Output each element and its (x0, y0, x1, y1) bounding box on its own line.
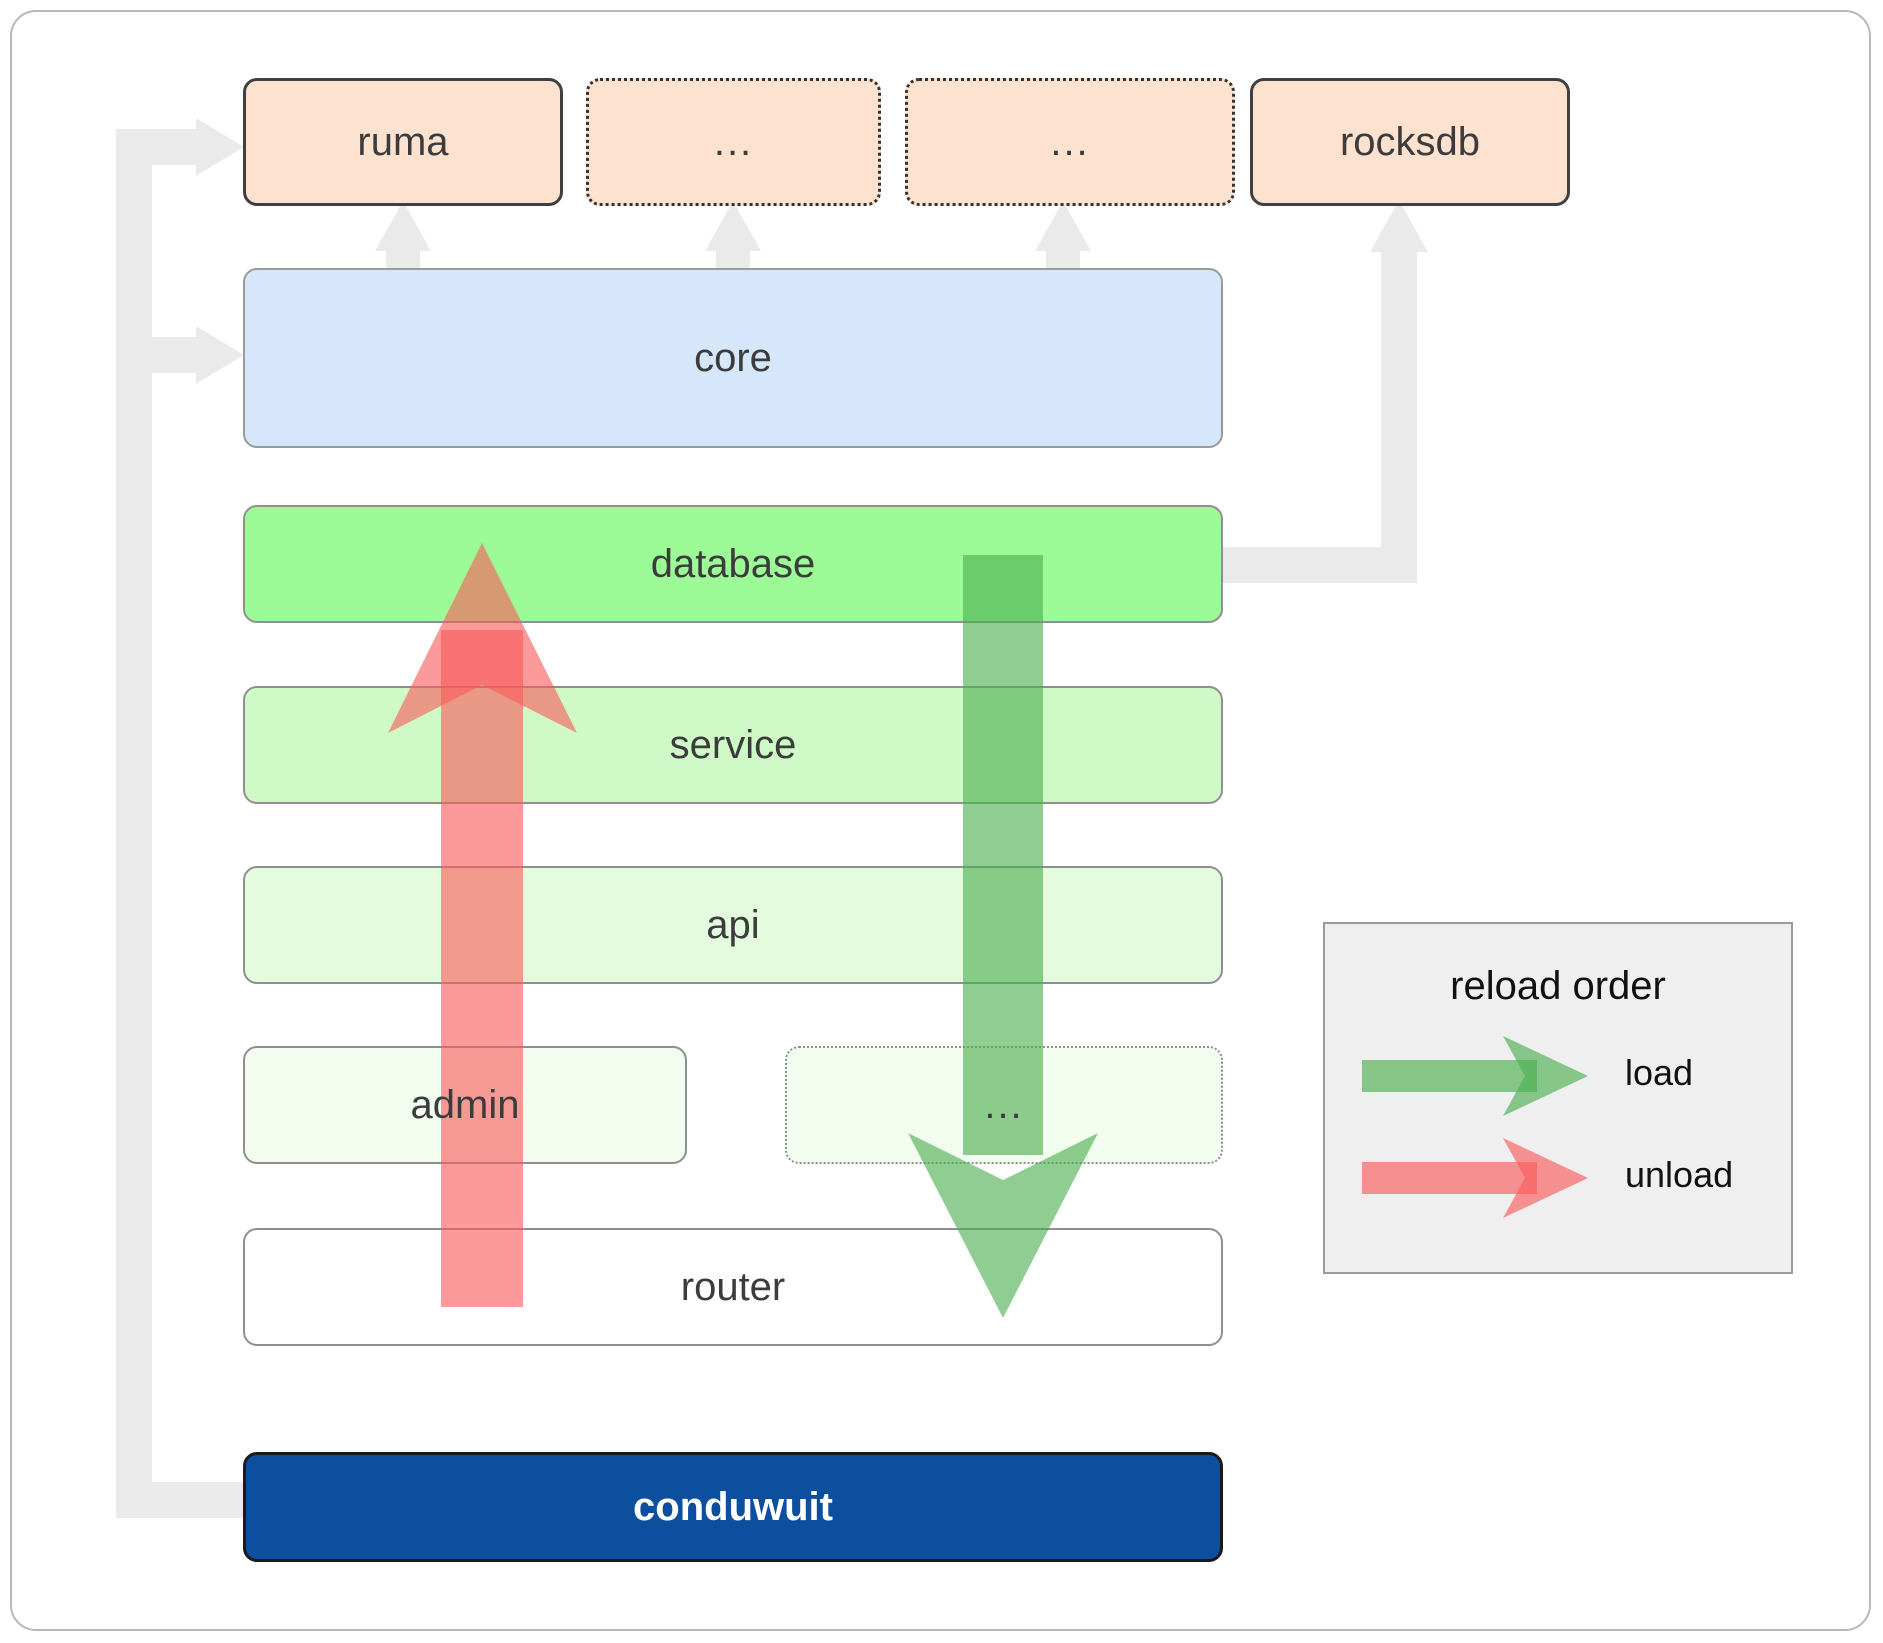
node-api[interactable]: api (243, 866, 1223, 984)
node-database[interactable]: database (243, 505, 1223, 623)
legend-load-arrow (1362, 1036, 1588, 1116)
node-ext-ellipsis-1-label: ... (713, 119, 754, 164)
node-conduwuit-label: conduwuit (633, 1484, 833, 1529)
node-service-label: service (669, 722, 797, 767)
node-core[interactable]: core (243, 268, 1223, 448)
node-rocksdb-label: rocksdb (1339, 119, 1481, 164)
node-router-label: router (680, 1264, 786, 1309)
node-ext-ellipsis-1[interactable]: ... (586, 78, 881, 206)
node-rocksdb[interactable]: rocksdb (1250, 78, 1570, 206)
unload-arrow-big (388, 543, 577, 1307)
node-database-label: database (650, 541, 816, 586)
connector-arrow-core-to-ext1 (705, 201, 761, 251)
node-conduwuit[interactable]: conduwuit (243, 1452, 1223, 1562)
connector-arrow-to-rocksdb (1370, 200, 1428, 252)
connector-binary-horizontal (116, 1482, 256, 1518)
node-ruma[interactable]: ruma (243, 78, 563, 206)
node-api-label: api (706, 902, 760, 947)
connector-left-to-ruma-horizontal (116, 129, 206, 165)
node-ruma-label: ruma (357, 119, 449, 164)
node-layer-ellipsis-label: ... (984, 1082, 1024, 1127)
node-core-label: core (694, 335, 772, 380)
node-admin-label: admin (410, 1082, 520, 1127)
connector-arrow-core-to-ruma (375, 201, 431, 251)
node-router[interactable]: router (243, 1228, 1223, 1346)
connector-left-to-core-horizontal (116, 337, 206, 373)
legend-unload-label: unload (1625, 1154, 1734, 1195)
legend-unload-arrow (1362, 1138, 1588, 1218)
load-arrow-big (908, 555, 1098, 1318)
node-ext-ellipsis-2[interactable]: ... (905, 78, 1235, 206)
legend-title: reload order (1450, 964, 1666, 1008)
legend-load-label: load (1625, 1052, 1694, 1093)
connector-arrow-core-to-ext2 (1035, 201, 1091, 251)
connector-db-to-rocksdb-vertical (1381, 250, 1417, 583)
legend-panel: reload order load unload (1323, 922, 1793, 1274)
connector-arrow-to-ruma (196, 118, 244, 176)
connector-arrow-to-core (196, 326, 244, 384)
node-ext-ellipsis-2-label: ... (1050, 119, 1090, 164)
